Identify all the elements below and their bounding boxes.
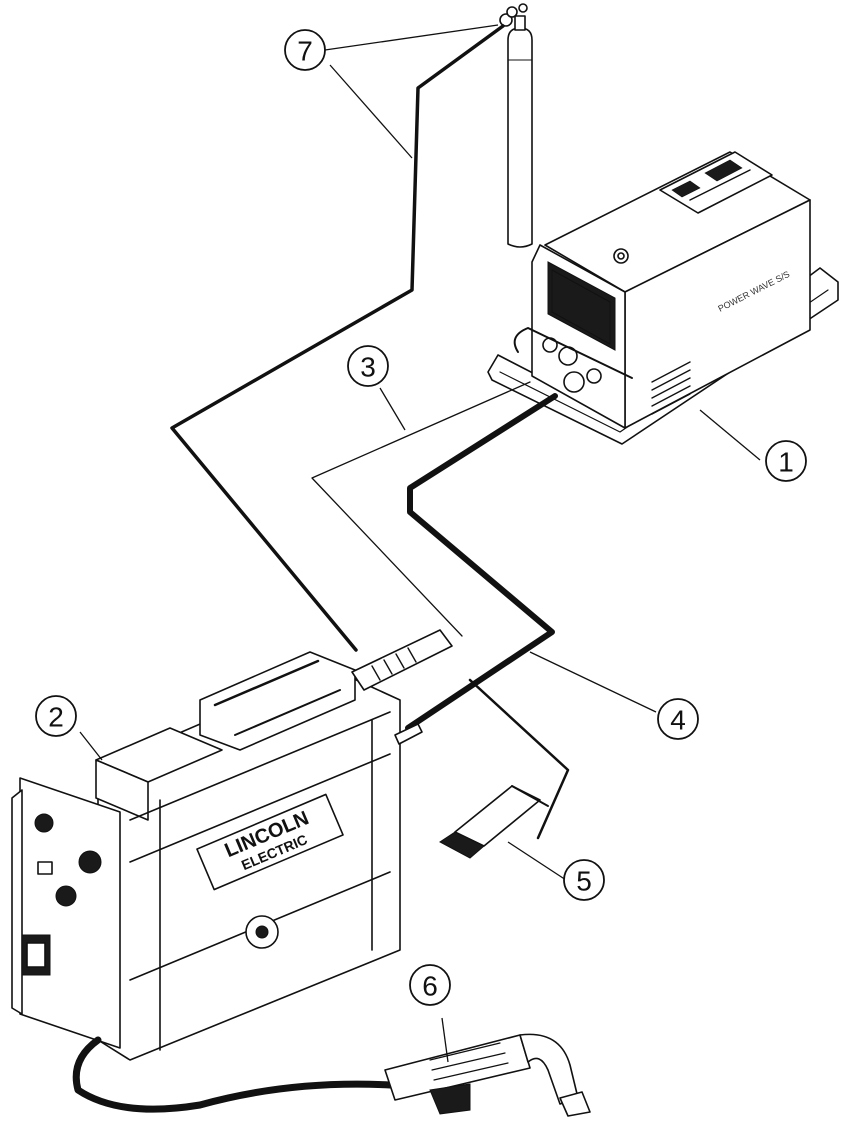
callout-4-label: 4 <box>670 705 686 736</box>
callout-2-label: 2 <box>48 702 64 733</box>
callout-1-label: 1 <box>778 447 794 478</box>
callout-2: 2 <box>35 695 77 737</box>
control-cable <box>311 381 531 637</box>
callout-7-label: 7 <box>297 36 313 67</box>
callout-7: 7 <box>284 29 326 71</box>
work-clamp <box>439 785 549 859</box>
wire-feeder: LINCOLN ELECTRIC <box>11 629 453 1061</box>
callout-3: 3 <box>347 345 389 387</box>
work-cable <box>468 678 570 840</box>
leader-lines <box>79 24 761 1063</box>
callout-5-label: 5 <box>576 866 592 897</box>
weld-power-cable <box>405 393 558 731</box>
gas-cylinder <box>499 3 533 248</box>
callout-1: 1 <box>765 440 807 482</box>
callout-5: 5 <box>563 859 605 901</box>
callout-4: 4 <box>657 698 699 740</box>
welding-gun <box>384 1033 591 1117</box>
power-source: POWER WAVE S/S <box>487 151 839 445</box>
callout-6-label: 6 <box>422 971 438 1002</box>
gas-hose <box>170 24 505 652</box>
callout-6: 6 <box>409 964 451 1006</box>
callout-3-label: 3 <box>360 352 376 383</box>
gun-cable <box>72 1036 394 1113</box>
